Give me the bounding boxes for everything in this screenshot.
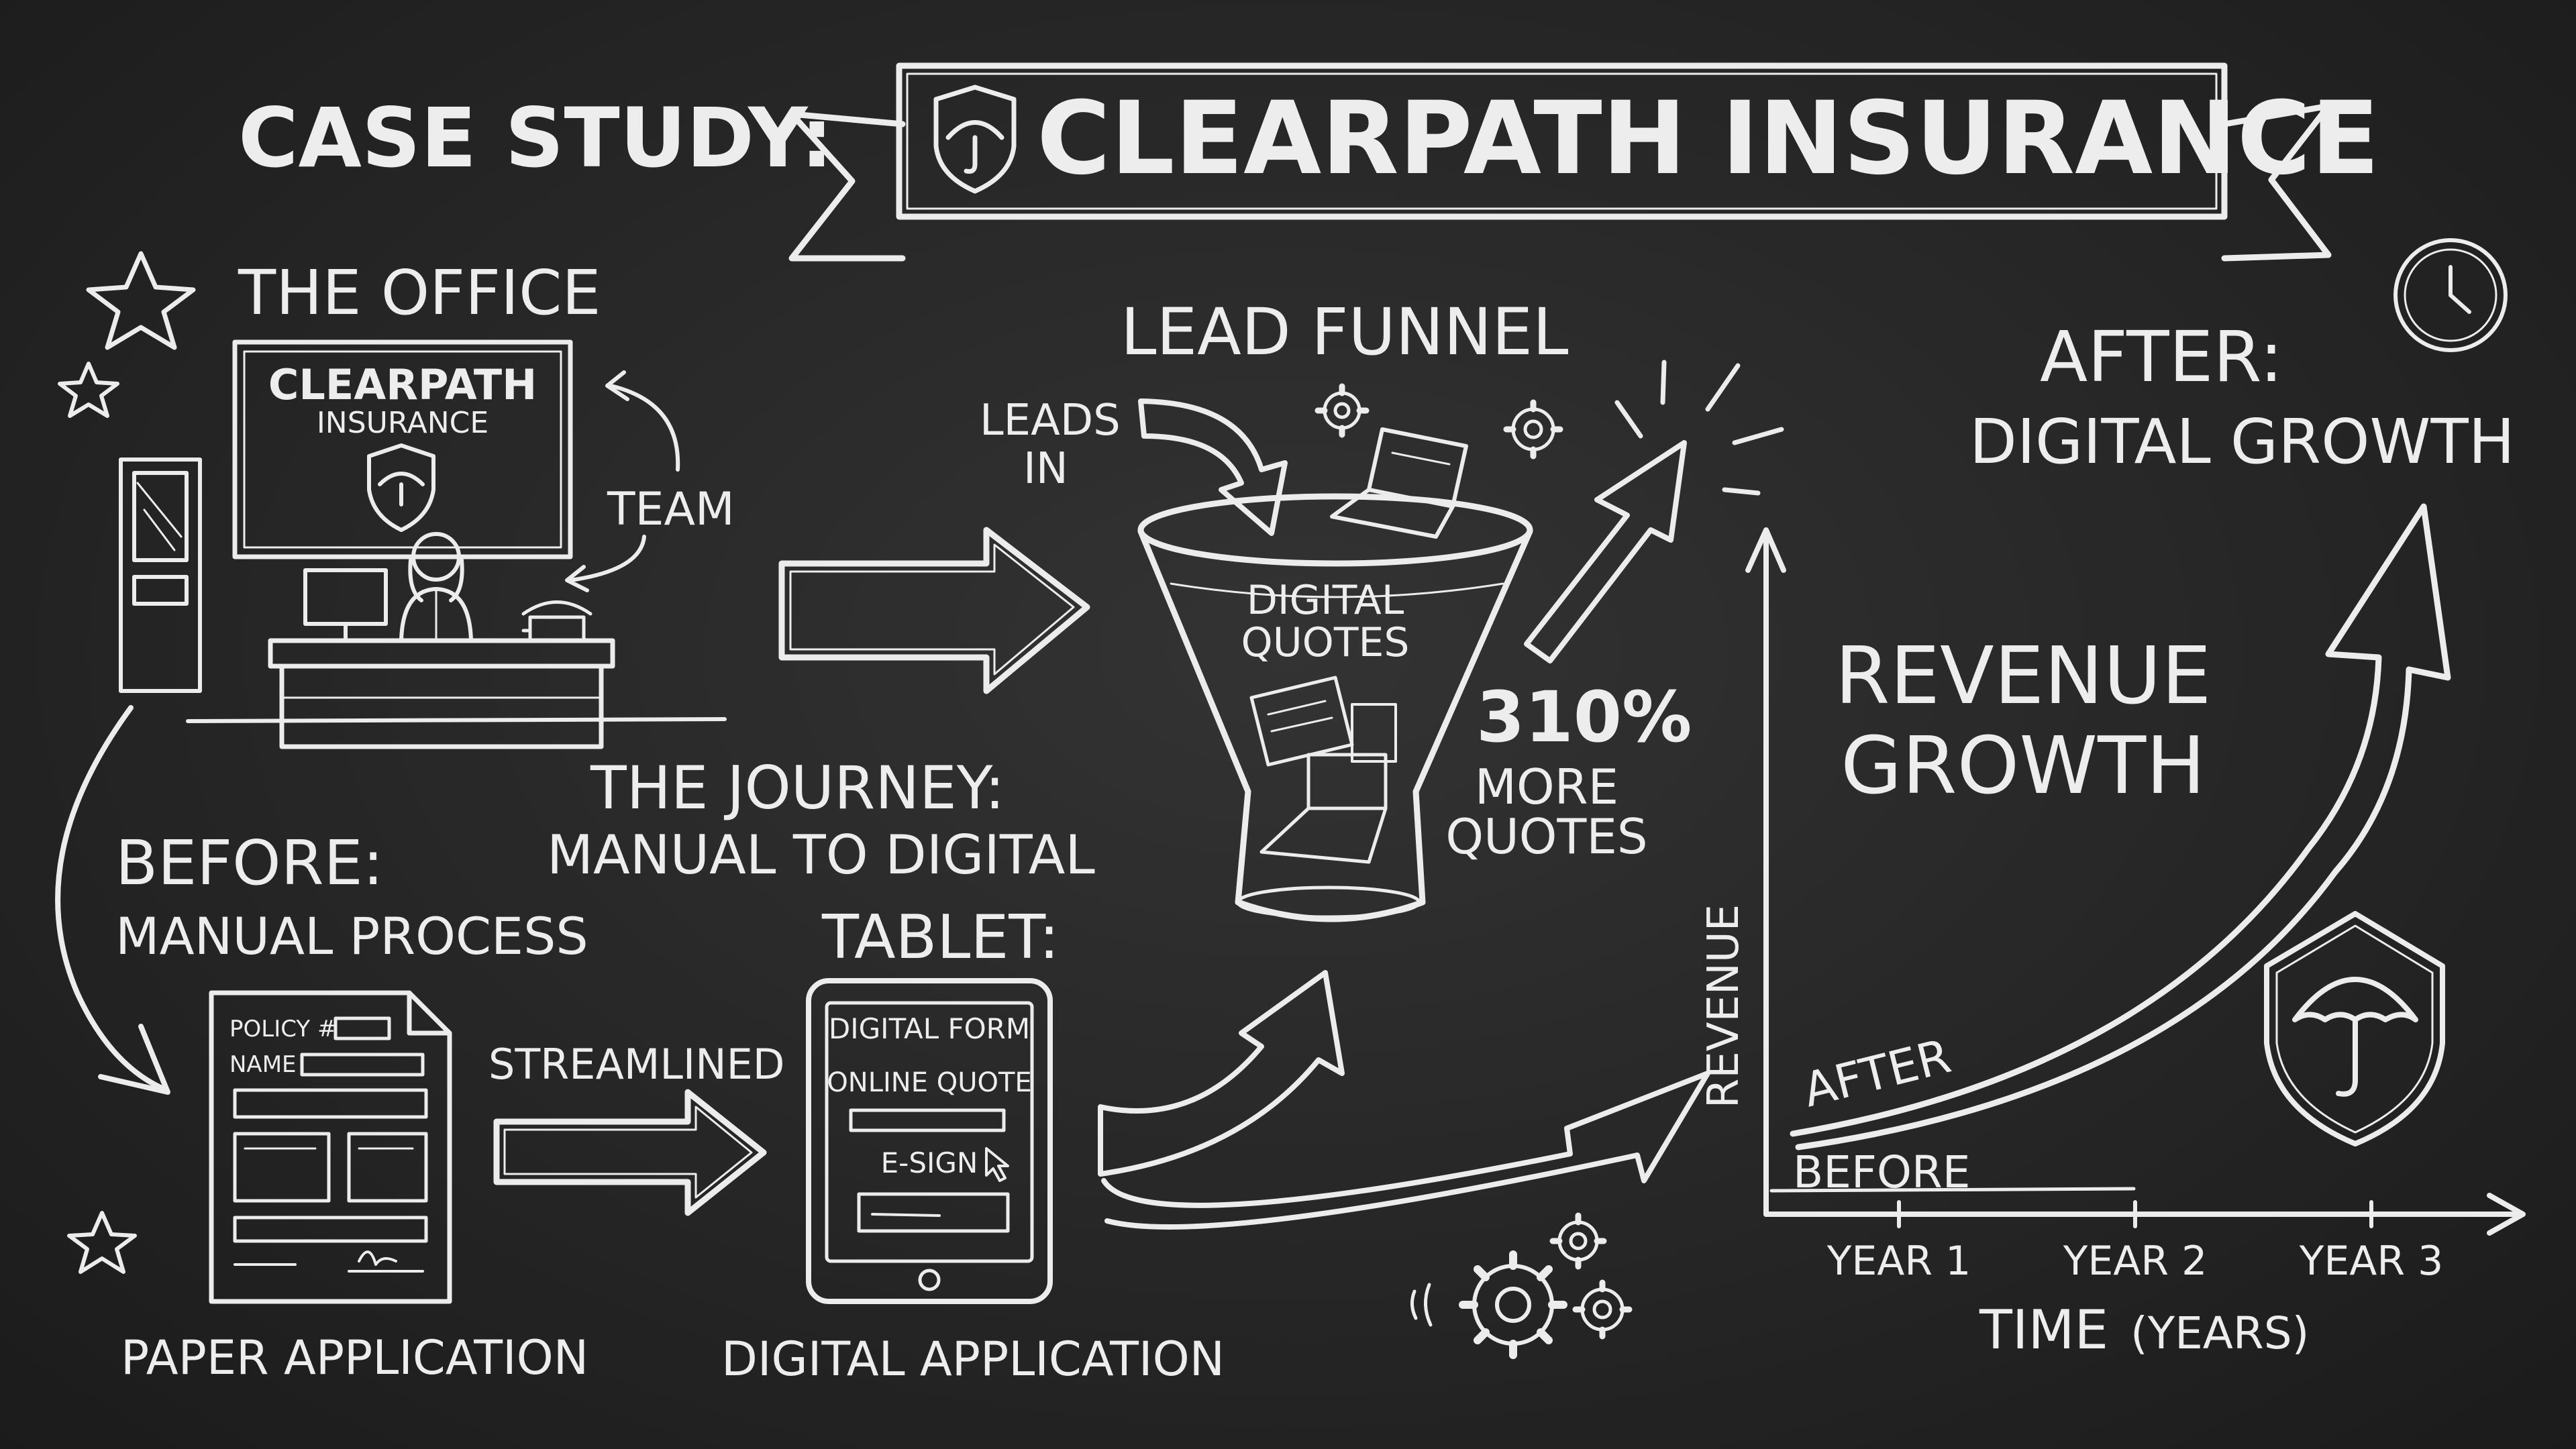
office-to-funnel-arrow	[778, 527, 1090, 694]
paper-form	[209, 990, 452, 1304]
before-title: BEFORE:	[115, 827, 384, 899]
gear-icon-small-top	[1549, 1212, 1607, 1270]
cursor-icon	[985, 1147, 1009, 1182]
title-banner	[788, 62, 2332, 262]
x-ticks: YEAR 1 YEAR 2 YEAR 3	[1826, 1200, 2444, 1285]
journey-subtitle: MANUAL TO DIGITAL	[547, 824, 1095, 886]
burst-lines	[1614, 360, 1784, 496]
streamlined-label: STREAMLINED	[488, 1040, 785, 1089]
star-icon-bottom	[67, 1211, 137, 1274]
gear-icon-funnel-right	[1503, 399, 1563, 460]
funnel	[1137, 493, 1533, 922]
tablet-line-esign: E-SIGN	[881, 1146, 978, 1179]
tablet-to-funnel-arrow	[1098, 970, 1345, 1177]
gear-icon-funnel-left	[1315, 383, 1370, 438]
series-label-before: BEFORE	[1793, 1146, 1970, 1198]
after-title: AFTER:	[2040, 316, 2283, 398]
after-subtitle: DIGITAL GROWTH	[1969, 406, 2515, 478]
y-axis-arrowhead	[1745, 527, 1786, 573]
clock-icon	[2393, 238, 2508, 352]
office-title: THE OFFICE	[238, 257, 601, 329]
funnel-inside-line1: DIGITAL	[1247, 577, 1404, 624]
motion-lines	[1410, 1283, 1433, 1327]
leads-in-line2: IN	[1023, 444, 1068, 494]
office-door	[119, 458, 202, 693]
chart-title-line1: REVENUE	[1835, 629, 2211, 722]
gear-icon-small-bottom	[1572, 1279, 1633, 1340]
streamlined-arrow	[493, 1089, 767, 1216]
phone-icon	[521, 600, 593, 643]
tablet-line-online-quote: ONLINE QUOTE	[827, 1067, 1031, 1098]
tablet-line-digital-form: DIGITAL FORM	[829, 1012, 1030, 1045]
tablet-to-chart-arrow	[1101, 1071, 1710, 1230]
x-tick-label: YEAR 3	[2299, 1238, 2444, 1285]
lead-funnel-title: LEAD FUNNEL	[1121, 294, 1569, 370]
before-subtitle: MANUAL PROCESS	[115, 906, 588, 966]
series-line-after	[1790, 503, 2451, 1150]
x-axis-arrowhead	[2487, 1193, 2526, 1236]
team-arrow-down	[565, 535, 646, 592]
office-to-before-arrow	[55, 705, 169, 1093]
star-icon-small	[58, 362, 119, 418]
x-tick-label: YEAR 1	[1826, 1238, 1971, 1285]
company-title: CLEARPATH INSURANCE	[1037, 80, 2379, 197]
stat-value: 310%	[1476, 676, 1692, 758]
document-icon	[1249, 676, 1397, 767]
office-sign	[232, 339, 573, 559]
stat-line1: MORE	[1475, 759, 1618, 815]
case-study-label: CASE STUDY:	[238, 91, 833, 186]
journey-title: THE JOURNEY:	[590, 753, 1004, 822]
gear-icon-large	[1459, 1250, 1567, 1359]
laptop-icon	[1330, 427, 1468, 539]
stat-up-arrow	[1524, 440, 1687, 663]
office-sign-line1: CLEARPATH	[268, 360, 537, 409]
banner-left-tail	[788, 111, 906, 262]
tablet-title: TABLET:	[821, 902, 1060, 973]
star-icon	[86, 251, 196, 350]
laptop-icon-funnel	[1259, 753, 1388, 864]
leads-in-line1: LEADS	[980, 396, 1121, 445]
y-axis-label: REVENUE	[1699, 904, 1749, 1108]
monitor-icon	[303, 568, 388, 643]
paper-application-caption: PAPER APPLICATION	[121, 1330, 588, 1385]
floor-line	[186, 717, 727, 723]
x-tick-label: YEAR 2	[2063, 1238, 2208, 1285]
banner-right-tail	[2221, 103, 2332, 262]
x-axis-label-unit: (YEARS)	[2130, 1307, 2309, 1359]
team-label: TEAM	[607, 483, 735, 536]
tablet-device	[806, 978, 1053, 1304]
form-field-policy: POLICY #	[229, 1016, 336, 1042]
series-line-before	[1769, 1187, 2136, 1193]
receptionist	[399, 532, 473, 643]
banner-body	[896, 62, 2228, 220]
funnel-inside-line2: QUOTES	[1241, 619, 1409, 666]
banner-shield-icon	[933, 85, 1017, 194]
office-shield-icon	[367, 443, 435, 532]
office-sign-line2: INSURANCE	[317, 406, 488, 440]
digital-application-caption: DIGITAL APPLICATION	[721, 1332, 1225, 1387]
x-axis-label-main: TIME	[1979, 1299, 2108, 1361]
form-field-name: NAME	[229, 1051, 297, 1078]
stat-line2: QUOTES	[1445, 808, 1647, 865]
shield-umbrella-icon	[2264, 911, 2445, 1146]
reception-desk	[268, 638, 615, 749]
team-arrow-up	[605, 370, 680, 472]
chart-title-line2: GROWTH	[1841, 719, 2206, 812]
